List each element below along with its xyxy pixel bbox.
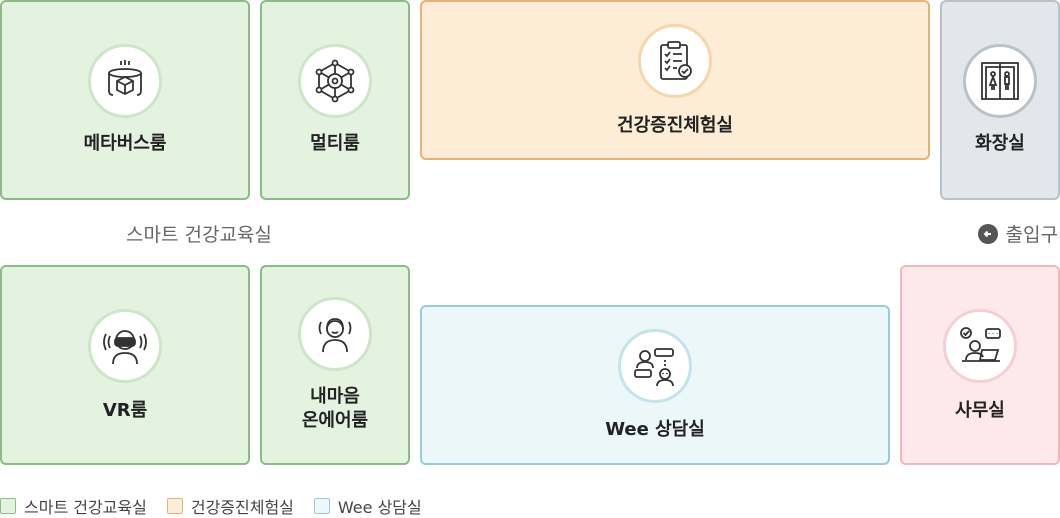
legend-label-wee: Wee 상담실	[337, 498, 422, 517]
metaverse-icon-circle	[88, 44, 162, 118]
room-wee: Wee 상담실	[420, 305, 890, 465]
legend-swatch-health	[166, 498, 183, 514]
zone-label-smart-health: 스마트 건강교육실	[126, 224, 272, 246]
wee-icon-circle	[618, 329, 692, 403]
room-label-metaverse: 메타버스룸	[83, 133, 167, 154]
room-health: 건강증진체험실	[420, 0, 930, 160]
legend: 스마트 건강교육실 건강증진체험실 Wee 상담실	[0, 494, 442, 518]
health-icon-circle	[638, 24, 712, 98]
legend-swatch-smart	[0, 498, 16, 514]
counseling-chat-icon	[634, 348, 674, 387]
restroom-door-icon	[981, 62, 1019, 100]
room-mind-onair: 내마음 온에어룸	[260, 265, 410, 465]
room-label-office: 사무실	[955, 400, 1005, 421]
legend-label-health: 건강증진체험실	[190, 498, 294, 517]
vr-icon-circle	[88, 309, 162, 383]
room-metaverse: 메타버스룸	[0, 0, 250, 200]
cube-hologram-icon	[108, 60, 142, 96]
room-office: 사무실	[900, 265, 1060, 465]
restroom-icon-circle	[963, 44, 1037, 118]
room-restroom: 화장실	[940, 0, 1060, 200]
legend-swatch-wee	[313, 498, 330, 514]
room-label-mind: 내마음 온에어룸	[301, 386, 369, 431]
legend-label-smart: 스마트 건강교육실	[24, 498, 147, 517]
legend-item-smart: 스마트 건강교육실	[0, 494, 147, 518]
vr-headset-icon	[103, 330, 147, 365]
room-label-health: 건강증진체험실	[617, 115, 733, 136]
room-label-wee: Wee 상담실	[605, 419, 705, 440]
network-gear-icon	[315, 59, 355, 103]
desk-worker-icon	[960, 327, 1001, 362]
room-vr: VR룸	[0, 265, 250, 465]
mind-icon-circle	[298, 297, 372, 371]
multi-icon-circle	[298, 44, 372, 118]
legend-item-health: 건강증진체험실	[166, 494, 294, 518]
entrance-marker: 출입구	[977, 220, 1058, 247]
room-label-restroom: 화장실	[975, 133, 1025, 154]
entrance-label: 출입구	[1005, 224, 1058, 246]
office-icon-circle	[943, 309, 1017, 383]
room-multi: 멀티룸	[260, 0, 410, 200]
room-label-multi: 멀티룸	[310, 133, 360, 154]
room-label-vr: VR룸	[102, 400, 148, 421]
entrance-arrow-icon	[977, 223, 998, 244]
checklist-icon	[660, 41, 692, 80]
person-headset-icon	[318, 318, 352, 353]
legend-item-wee: Wee 상담실	[313, 494, 422, 518]
